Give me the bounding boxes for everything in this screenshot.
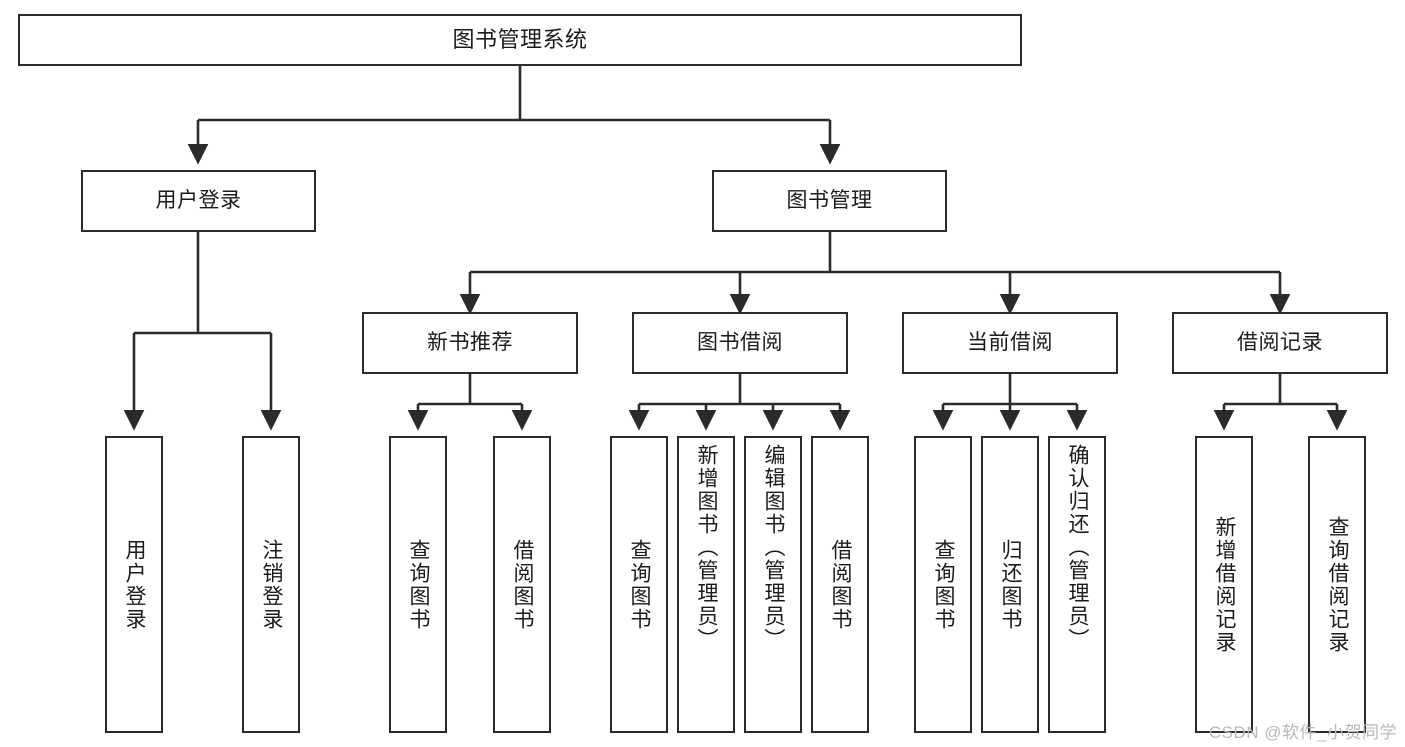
node-label: 借阅图书 <box>829 538 853 631</box>
node-leaf-record-add[interactable]: 新增借阅记录 <box>1195 436 1253 733</box>
node-label: 借阅记录 <box>1237 330 1323 354</box>
node-label: 查询图书 <box>932 538 956 631</box>
node-leaf-new-book-query[interactable]: 查询图书 <box>389 436 447 733</box>
node-label: 当前借阅 <box>967 330 1053 354</box>
node-leaf-current-query-book[interactable]: 查询图书 <box>914 436 972 733</box>
node-label: 图书管理 <box>786 188 873 212</box>
node-leaf-borrow-query-book[interactable]: 查询图书 <box>610 436 668 733</box>
node-label: 图书管理系统 <box>452 27 588 53</box>
node-current-borrow[interactable]: 当前借阅 <box>902 312 1118 374</box>
node-label: 查询图书 <box>628 538 652 631</box>
node-label: 用户登录 <box>155 188 242 212</box>
node-label: 编辑图书（管理员） <box>762 444 786 651</box>
node-label: 新增借阅记录 <box>1213 515 1237 654</box>
node-new-book-recommend[interactable]: 新书推荐 <box>362 312 578 374</box>
node-label: 注销登录 <box>260 538 284 631</box>
node-label: 借阅图书 <box>511 538 535 631</box>
node-borrow-record[interactable]: 借阅记录 <box>1172 312 1388 374</box>
node-label: 归还图书 <box>999 538 1023 631</box>
node-leaf-borrow-add-book-admin[interactable]: 新增图书（管理员） <box>677 436 735 733</box>
node-label: 新增图书（管理员） <box>695 444 719 651</box>
node-book-management[interactable]: 图书管理 <box>712 170 947 232</box>
node-label: 确认归还（管理员） <box>1066 444 1090 651</box>
node-label: 图书借阅 <box>697 330 783 354</box>
node-leaf-user-login-signout[interactable]: 注销登录 <box>242 436 300 733</box>
node-leaf-current-return-book[interactable]: 归还图书 <box>981 436 1039 733</box>
node-leaf-borrow-edit-book-admin[interactable]: 编辑图书（管理员） <box>744 436 802 733</box>
node-label: 新书推荐 <box>427 330 513 354</box>
node-leaf-current-confirm-return-admin[interactable]: 确认归还（管理员） <box>1048 436 1106 733</box>
node-leaf-user-login-signin[interactable]: 用户登录 <box>105 436 163 733</box>
node-label: 查询图书 <box>407 538 431 631</box>
node-leaf-record-query[interactable]: 查询借阅记录 <box>1308 436 1366 733</box>
node-leaf-new-book-borrow[interactable]: 借阅图书 <box>493 436 551 733</box>
node-label: 查询借阅记录 <box>1326 515 1350 654</box>
node-leaf-borrow-borrow-book[interactable]: 借阅图书 <box>811 436 869 733</box>
node-root-book-management-system[interactable]: 图书管理系统 <box>18 14 1022 66</box>
node-label: 用户登录 <box>123 538 147 631</box>
node-user-login[interactable]: 用户登录 <box>81 170 316 232</box>
node-book-borrow[interactable]: 图书借阅 <box>632 312 848 374</box>
